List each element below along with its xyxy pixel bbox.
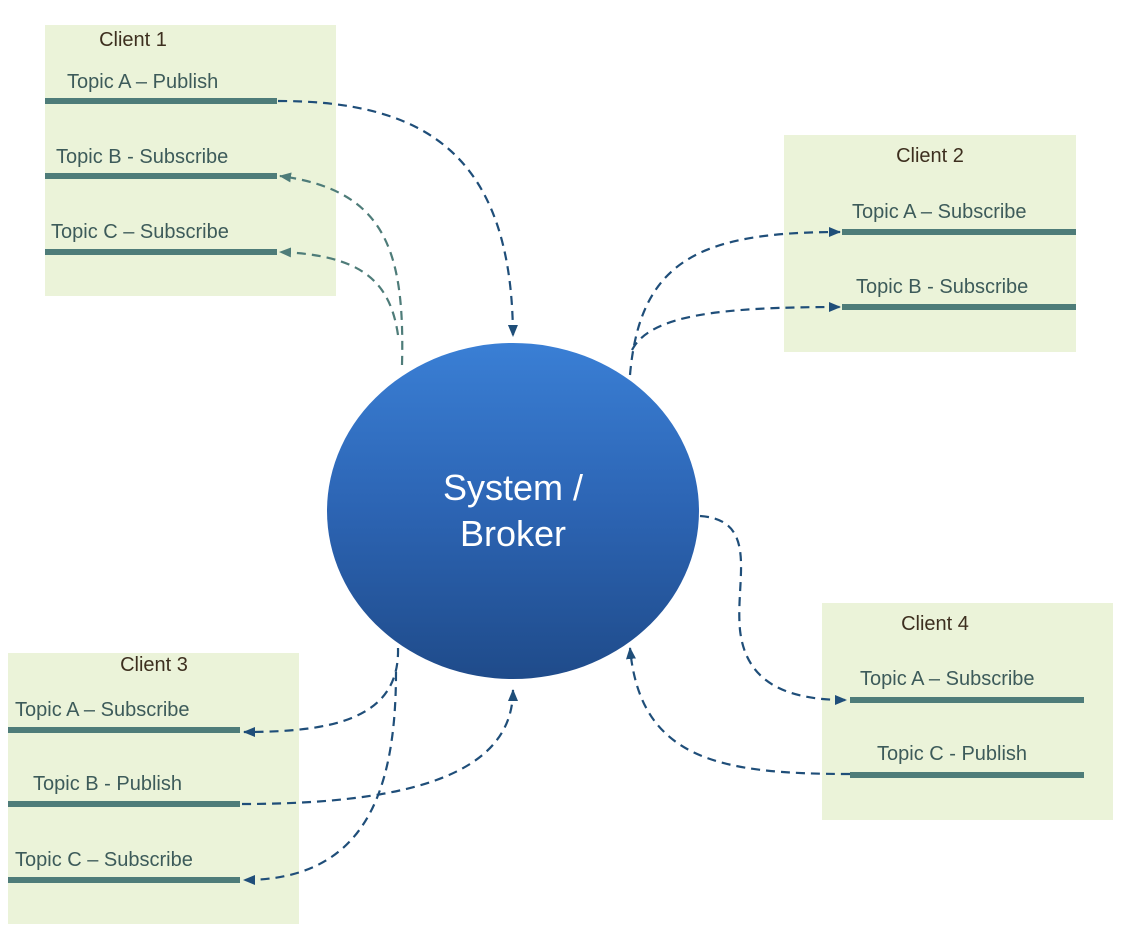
client-1-title: Client 1 <box>99 29 167 51</box>
client-2-title: Client 2 <box>896 145 964 167</box>
client-3-topic-b-label: Topic B - Publish <box>33 773 182 795</box>
client-1-topic-a-bar <box>45 98 277 104</box>
client-2-topic-a-label: Topic A – Subscribe <box>852 201 1027 223</box>
arrow-c3-topic-b-publish <box>241 689 518 806</box>
broker-label: System / Broker <box>442 467 584 554</box>
client-4-title: Client 4 <box>901 613 969 635</box>
arrow-c1-topic-b-subscribe <box>279 172 404 366</box>
broker-circle: System / Broker <box>327 343 699 679</box>
client-4-topic-a-bar <box>850 697 1084 703</box>
client-1-topic-a-label: Topic A – Publish <box>67 71 219 93</box>
client-3-topic-c-bar <box>8 877 240 883</box>
client-3-topic-b-bar <box>8 801 240 807</box>
client-3-title: Client 3 <box>120 654 188 676</box>
client-4-topic-c-bar <box>850 772 1084 778</box>
client-4-topic-c-label: Topic C - Publish <box>877 743 1028 765</box>
client-3-box: Client 3 Topic A – Subscribe Topic B - P… <box>8 653 299 924</box>
client-4-topic-a-label: Topic A – Subscribe <box>860 668 1035 690</box>
client-1-topic-b-bar <box>45 173 277 179</box>
arrow-c2-topic-b-subscribe <box>631 302 841 351</box>
client-1-topic-c-label: Topic C – Subscribe <box>51 221 229 243</box>
client-4-box: Client 4 Topic A – Subscribe Topic C - P… <box>822 603 1113 820</box>
arrow-c3-topic-a-subscribe <box>243 647 400 737</box>
client-1-topic-b-label: Topic B - Subscribe <box>56 146 229 168</box>
arrow-c3-topic-c-subscribe <box>243 671 398 885</box>
client-3-topic-a-label: Topic A – Subscribe <box>15 699 190 721</box>
client-1-topic-c-bar <box>45 249 277 255</box>
client-2-topic-b-label: Topic B - Subscribe <box>856 276 1029 298</box>
client-2-box: Client 2 Topic A – Subscribe Topic B - S… <box>784 135 1076 352</box>
arrow-c4-topic-a-subscribe <box>699 514 847 705</box>
arrow-c4-topic-c-publish <box>626 647 851 776</box>
arrow-c2-topic-a-subscribe <box>628 227 841 376</box>
client-1-box: Client 1 Topic A – Publish Topic B - Sub… <box>45 25 336 296</box>
arrow-c1-topic-c-subscribe <box>279 247 400 336</box>
arrow-c1-topic-a-publish <box>277 99 518 337</box>
client-2-topic-a-bar <box>842 229 1076 235</box>
client-3-topic-a-bar <box>8 727 240 733</box>
client-2-topic-b-bar <box>842 304 1076 310</box>
client-3-topic-c-label: Topic C – Subscribe <box>15 849 193 871</box>
